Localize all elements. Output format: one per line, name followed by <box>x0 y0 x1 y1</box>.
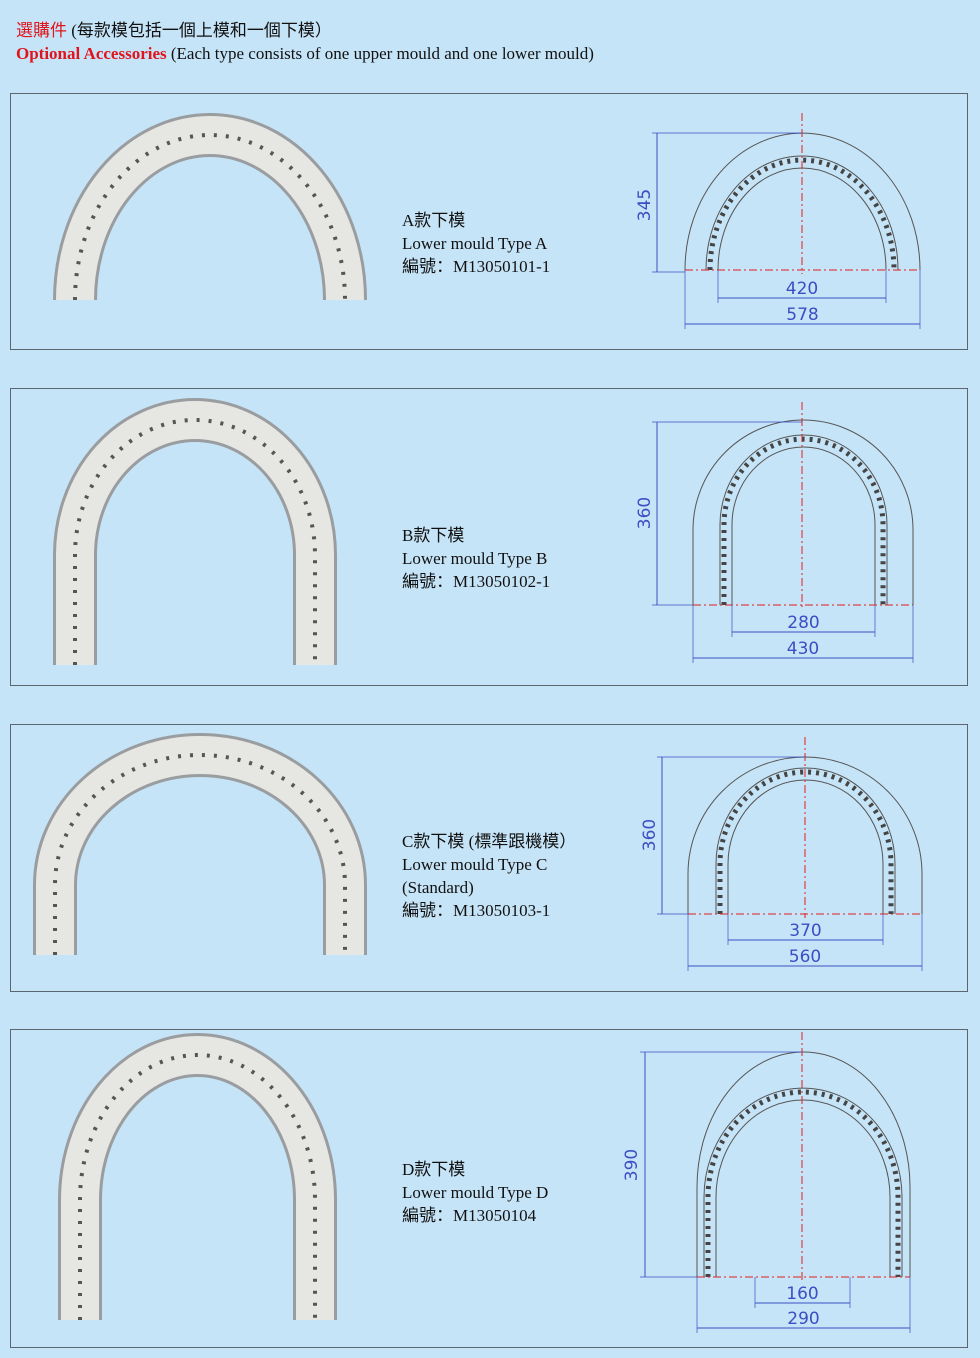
inner-width-dimension-label: 160 <box>786 1284 818 1304</box>
outer-width-dimension-label: 560 <box>789 947 821 967</box>
product-description: D款下模 Lower mould Type D 編號：M13050104 <box>402 1158 548 1227</box>
en-title: Optional Accessories <box>16 44 167 63</box>
zh-note: (每款模包括一個上模和一個下模） <box>71 21 332 40</box>
product-description: A款下模 Lower mould Type A 編號：M13050101-1 <box>402 209 550 278</box>
height-dimension-label: 390 <box>622 1149 642 1181</box>
product-en-name: Lower mould Type A <box>402 234 548 253</box>
product-code: 編號：M13050102-1 <box>402 572 551 591</box>
product-zh-name: C款下模 (標準跟機模） <box>402 832 577 851</box>
height-dimension-label: 360 <box>640 819 660 851</box>
drawing-slot-outline <box>719 434 888 605</box>
product-zh-name: B款下模 <box>402 526 465 545</box>
product-description: C款下模 (標準跟機模） Lower mould Type C (Standar… <box>402 830 576 922</box>
product-d-illustration: 390 160 290 <box>58 1032 911 1333</box>
product-en-name: Lower mould Type C <box>402 855 548 874</box>
drawing-outer-outline <box>696 1051 911 1277</box>
header-zh: 選購件 (每款模包括一個上模和一個下模） <box>16 16 332 41</box>
mould-holes <box>53 753 347 955</box>
en-note: (Each type consists of one upper mould a… <box>170 44 594 63</box>
height-dimension-label: 360 <box>635 497 655 529</box>
product-description: B款下模 Lower mould Type B 編號：M13050102-1 <box>402 524 550 593</box>
product-c-illustration: 360 370 560 <box>33 733 923 971</box>
product-zh-name: A款下模 <box>402 211 466 230</box>
drawing-slots <box>707 157 897 271</box>
mould-photo <box>56 401 334 665</box>
drawing-outer-outline <box>692 419 914 605</box>
drawing-slots <box>721 436 886 605</box>
mould-photo <box>56 116 364 301</box>
product-a-illustration: 345 420 578 <box>53 113 921 329</box>
product-code: 編號：M13050103-1 <box>402 901 551 920</box>
inner-width-dimension-label: 370 <box>789 921 821 941</box>
drawing-inner-outline <box>731 446 876 605</box>
drawing-slots <box>717 769 894 914</box>
header-en: Optional Accessories (Each type consists… <box>16 44 594 64</box>
product-en-name: Lower mould Type D <box>402 1183 549 1202</box>
inner-width-dimension-label: 280 <box>787 613 819 633</box>
outer-width-dimension-label: 578 <box>786 305 818 325</box>
mould-holes <box>78 1053 317 1320</box>
height-dimension-label: 345 <box>635 189 655 221</box>
drawing-slot-outline <box>715 767 896 914</box>
inner-width-dimension-label: 420 <box>786 279 818 299</box>
product-code: 編號：M13050104 <box>402 1206 537 1225</box>
product-code: 編號：M13050101-1 <box>402 257 551 276</box>
outer-width-dimension-label: 430 <box>787 639 819 659</box>
product-b-illustration: 360 280 430 <box>53 398 914 665</box>
outer-width-dimension-label: 290 <box>787 1309 819 1329</box>
product-zh-name: D款下模 <box>402 1160 466 1179</box>
zh-title: 選購件 <box>16 21 67 40</box>
drawing-slots <box>705 1089 901 1277</box>
product-en-name-2: (Standard) <box>402 878 474 897</box>
mould-photo <box>36 736 364 955</box>
drawing-inner-outline <box>715 1099 891 1277</box>
product-en-name: Lower mould Type B <box>402 549 548 568</box>
drawing-slot-outline <box>703 1087 903 1277</box>
